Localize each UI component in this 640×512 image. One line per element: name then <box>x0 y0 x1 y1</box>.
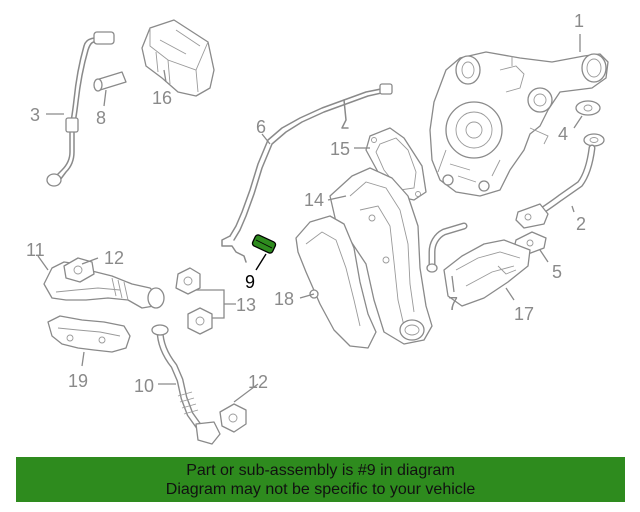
part-3-oil-line[interactable] <box>46 31 115 187</box>
part-18-manifold-cover[interactable] <box>295 215 377 349</box>
callout-6[interactable]: 6 <box>256 117 266 137</box>
callout-15[interactable]: 15 <box>330 139 350 159</box>
callout-17[interactable]: 17 <box>514 304 534 324</box>
callout-8[interactable]: 8 <box>96 108 106 128</box>
part-8-hose[interactable] <box>93 71 127 92</box>
part-2-oil-return-pipe[interactable] <box>515 144 596 229</box>
callout-2[interactable]: 2 <box>576 214 586 234</box>
part-16-heat-shield[interactable] <box>141 19 215 97</box>
leader-lines <box>37 34 583 403</box>
part-17-bracket[interactable] <box>443 239 531 307</box>
callout-13[interactable]: 13 <box>236 295 256 315</box>
part-4-gasket[interactable] <box>575 100 605 147</box>
part-11-exhaust-pipe[interactable] <box>43 261 165 309</box>
callout-3[interactable]: 3 <box>30 105 40 125</box>
callout-11[interactable]: 11 <box>26 240 45 260</box>
part-13-gaskets[interactable] <box>175 267 213 335</box>
callout-18[interactable]: 18 <box>274 289 294 309</box>
banner-line-1: Part or sub-assembly is #9 in diagram <box>186 462 455 479</box>
leader-9 <box>255 253 267 271</box>
part-15-gasket-plate[interactable] <box>365 127 427 201</box>
callout-5[interactable]: 5 <box>552 262 562 282</box>
part-12-gasket-upper[interactable] <box>63 257 95 283</box>
callout-16[interactable]: 16 <box>152 88 172 108</box>
callout-14[interactable]: 14 <box>304 190 324 210</box>
callout-10[interactable]: 10 <box>134 376 154 396</box>
callout-12-upper[interactable]: 12 <box>104 248 124 268</box>
callout-19[interactable]: 19 <box>68 371 88 391</box>
part-6-pipe[interactable] <box>221 83 393 263</box>
callout-12-lower[interactable]: 12 <box>248 372 268 392</box>
part-10-exhaust-pipe[interactable] <box>151 324 221 445</box>
part-19-manifold[interactable] <box>47 315 131 353</box>
part-14-exhaust-manifold[interactable] <box>329 167 433 345</box>
callout-9[interactable]: 9 <box>245 272 255 292</box>
part-1-turbocharger[interactable] <box>429 51 609 197</box>
callout-4[interactable]: 4 <box>558 124 568 144</box>
part-7-pipe[interactable] <box>426 222 468 273</box>
parts-diagram: 1 2 3 4 5 6 7 8 9 10 11 12 12 13 14 15 1… <box>26 11 609 445</box>
part-9-highlighted[interactable] <box>251 234 277 254</box>
callout-1[interactable]: 1 <box>574 11 584 31</box>
banner-line-2: Diagram may not be specific to your vehi… <box>165 481 476 498</box>
callout-7[interactable]: 7 <box>448 294 458 314</box>
info-banner: Part or sub-assembly is #9 in diagram Di… <box>16 457 625 502</box>
part-12-gasket-lower[interactable] <box>219 403 247 433</box>
